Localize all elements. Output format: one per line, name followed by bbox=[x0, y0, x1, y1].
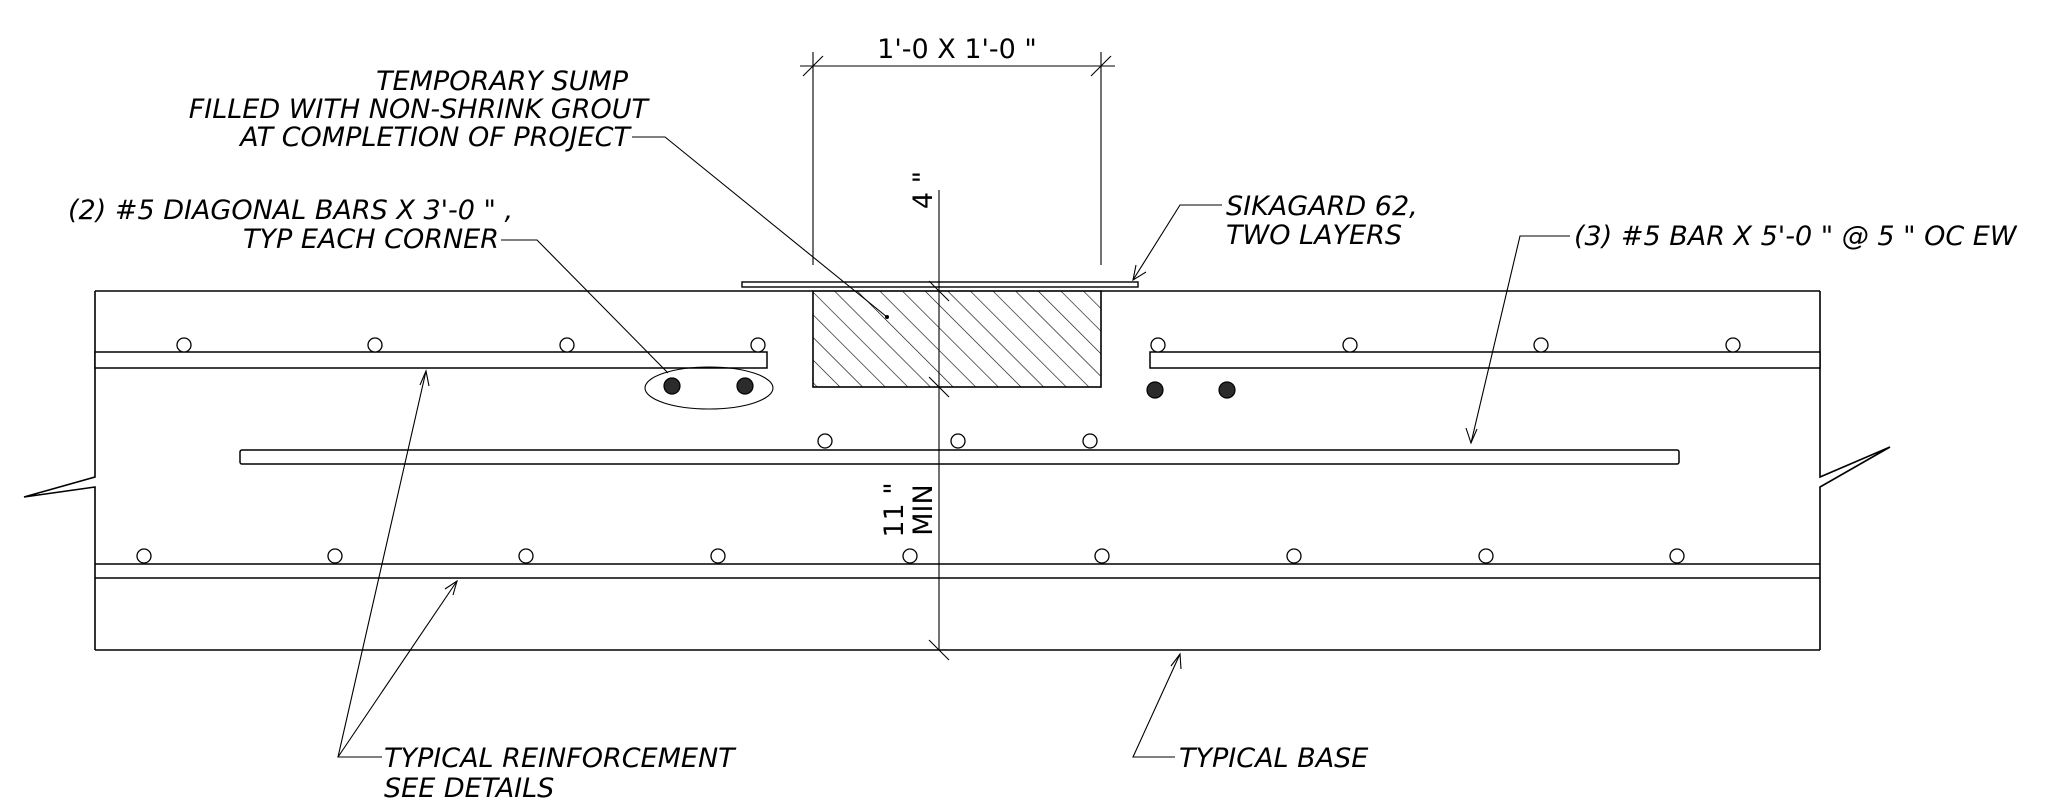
annotation-typical-reinforcement: TYPICAL REINFORCEMENT SEE DETAILS bbox=[384, 743, 737, 804]
bar-spec-label: (3) #5 BAR X 5'-0 " @ 5 " OC EW bbox=[1574, 221, 2018, 252]
sump-width-dimension bbox=[800, 52, 1115, 265]
sump-label-line-2: FILLED WITH NON-SHRINK GROUT bbox=[189, 94, 651, 125]
diagonal-bars-left bbox=[644, 366, 774, 410]
top-reinforcement-right bbox=[1149, 351, 1821, 369]
typical-reinforcement-line-1: TYPICAL REINFORCEMENT bbox=[384, 743, 737, 774]
top-reinforcement-left bbox=[94, 351, 768, 369]
typical-reinforcement-line-2: SEE DETAILS bbox=[384, 773, 554, 804]
sump-size-dimension-text: 1'-0 X 1'-0 " bbox=[877, 34, 1037, 65]
annotation-bar-spec: (3) #5 BAR X 5'-0 " @ 5 " OC EW bbox=[1574, 221, 2018, 252]
temporary-sump bbox=[812, 290, 1102, 388]
bottom-bar-dots bbox=[136, 548, 1685, 564]
sump-label-line-1: TEMPORARY SUMP bbox=[376, 66, 629, 97]
middle-bar bbox=[239, 449, 1680, 465]
slab-thickness-text-1: 11 " bbox=[879, 482, 910, 537]
middle-bar-dots bbox=[817, 433, 1098, 449]
sump-depth-dimension-text: 4 " bbox=[908, 171, 939, 209]
leader-lines bbox=[337, 136, 1570, 758]
typical-base-label: TYPICAL BASE bbox=[1179, 743, 1368, 774]
bottom-reinforcement bbox=[95, 563, 1820, 579]
sikagard-label-line-2: TWO LAYERS bbox=[1226, 220, 1402, 251]
top-bar-dots bbox=[176, 337, 1741, 353]
annotation-temporary-sump: TEMPORARY SUMP FILLED WITH NON-SHRINK GR… bbox=[189, 66, 651, 153]
sikagard-label-line-1: SIKAGARD 62, bbox=[1226, 191, 1418, 222]
vertical-dimension bbox=[928, 190, 950, 661]
slab-outline bbox=[23, 290, 1891, 651]
diagonal-bars-label-line-2: TYP EACH CORNER bbox=[243, 224, 499, 255]
sump-label-line-3: AT COMPLETION OF PROJECT bbox=[238, 122, 632, 153]
annotation-diagonal-bars: (2) #5 DIAGONAL BARS X 3'-0 " , TYP EACH… bbox=[68, 195, 513, 255]
slab-thickness-text-2: MIN bbox=[908, 484, 939, 535]
sikagard-membrane bbox=[741, 281, 1139, 288]
diagonal-bars-label-line-1: (2) #5 DIAGONAL BARS X 3'-0 " , bbox=[68, 195, 513, 226]
annotation-sikagard: SIKAGARD 62, TWO LAYERS bbox=[1226, 191, 1418, 251]
diagonal-bars-right bbox=[1146, 381, 1236, 399]
annotation-typical-base: TYPICAL BASE bbox=[1179, 743, 1368, 774]
